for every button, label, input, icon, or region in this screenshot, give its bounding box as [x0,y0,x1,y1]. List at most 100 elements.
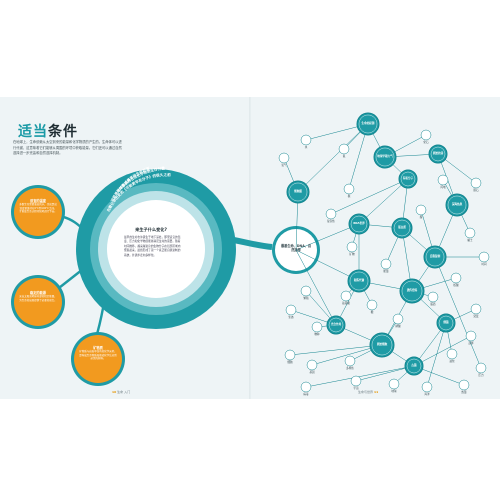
node-circle-9 [347,269,371,293]
node-label-0: 细胞膜 [294,190,302,193]
node-label-25: 酶 [419,215,423,219]
node-label-37: 细胞 [287,360,293,364]
big-circle-center [107,200,205,298]
node-ring-2 [375,147,395,167]
node-circle-35 [311,321,323,333]
node-circle-30 [392,313,404,325]
folio-right-text: 生命与世界 [358,390,374,394]
node-label-35: 物种 [314,332,320,336]
node-label-22: 黏土 [467,238,473,242]
node-label-23: 矿物 [349,252,355,256]
node-circle-4 [445,193,469,217]
node-edge-0 [297,123,369,193]
node-circle-37 [284,349,296,361]
node-ring-8 [425,247,445,267]
node-circle-42 [421,381,433,393]
node-circle-15 [278,152,290,164]
hub-label: 最基生命、DNA、自然选择 [280,244,312,252]
node-circle-13 [436,313,456,333]
node-label-28: 糖 [370,310,374,314]
node-circle-10 [399,278,425,304]
node-label-20: 陨石 [473,188,479,192]
node-label-4: 深海热泉 [451,203,463,206]
node-circle-0 [286,180,310,204]
node-label-3: 原始的汤 [432,152,444,155]
node-label-31: 进化 [449,359,455,363]
folio-left: 10 生命 入门 [112,390,130,394]
node-circle-14 [404,356,424,376]
node-circle-38 [306,359,318,371]
node-circle-24 [380,258,392,270]
node-ring-7 [393,219,411,237]
node-circle-6 [348,213,370,235]
node-circle-39 [300,381,312,393]
center-circle-title: 来生子什么变化? [135,227,167,232]
node-label-6: RNA世界 [353,222,365,225]
node-label-11: 光合作用 [330,323,342,326]
node-label-40: 宇宙 [353,386,359,390]
node-label-39: 病毒 [303,392,309,396]
node-circle-44 [475,362,487,374]
orange-circle-3-text: 矿物质 矿物质与岩石中含有的化学元素，是构成生命物质和推动化学反应所必需的原料。 [79,345,117,361]
node-label-26: 核酸 [453,283,459,287]
node-circle-33 [465,330,477,342]
node-label-47: 多样性 [346,366,354,370]
node-ring-9 [349,271,369,291]
node-label-14: 古菌 [411,364,417,367]
node-edge-51 [330,178,409,215]
orange-circle-1-text: 适宜的温度 多数生命需要液态的水，也就是说温度要维持在0℃到100℃之间，才能使… [19,198,57,214]
node-edge-45 [355,365,415,382]
node-label-46: 复杂性 [327,219,335,223]
node-ring-1 [358,114,378,134]
node-label-1: 生命的起源 [361,122,375,125]
book-spread: 当年最初的合法化学物质生存分量 可能是地球形成最早的生命起源 在数亿年历史的《可… [0,97,500,399]
node-label-43: 热量 [461,390,467,394]
node-label-34: 繁殖 [303,296,309,300]
node-edge-49 [434,256,482,369]
node-circle-41 [388,378,400,390]
orange-circle-2-title: 稳定的能源 [30,291,46,295]
page-gutter [249,97,251,399]
node-label-2: 地球早期大气 [377,155,393,158]
node-label-45: 时间 [481,262,487,266]
node-label-33: 选择 [468,341,474,345]
node-circle-19 [420,129,432,141]
node-label-36: 生态 [288,315,294,319]
node-circle-40 [350,375,362,387]
node-label-5: 有机分子 [402,177,414,180]
folio-left-number: 10 [112,390,117,394]
node-circle-17 [343,183,355,195]
node-edge-38 [413,335,472,367]
node-label-16: 水 [304,145,308,149]
node-circle-43 [458,379,470,391]
node-label-15: 氧气 [281,163,287,167]
node-circle-5 [398,169,418,189]
node-edge-5 [358,178,409,225]
node-ring-5 [400,171,416,187]
node-ring-11 [328,317,344,333]
orange-circle-3-title: 矿物质 [93,346,103,350]
node-ring-0 [288,182,308,202]
folio-right: 生命与世界 11 [358,390,378,394]
node-label-38: 基因 [309,370,315,374]
node-ring-3 [430,146,446,162]
node-label-30: 磷酸 [395,324,401,328]
node-circle-23 [346,241,358,253]
node-circle-34 [300,285,312,297]
node-label-10: 遗传密码 [406,289,418,292]
node-ring-6 [350,215,368,233]
folio-right-number: 11 [373,390,379,394]
node-label-9: 新陈代谢 [353,279,365,282]
node-edge-hub-6 [295,223,360,251]
node-circle-45 [478,251,490,263]
node-circle-28 [366,299,378,311]
node-circle-20 [470,177,482,189]
node-label-24: 能量 [383,269,389,273]
node-circle-29 [340,290,352,302]
node-circle-18 [338,143,350,155]
node-circle-36 [285,304,297,316]
node-ring-12 [371,334,393,356]
node-label-44: 压力 [478,373,484,377]
node-label-18: 氮 [342,154,346,158]
node-edge-47 [426,322,447,388]
